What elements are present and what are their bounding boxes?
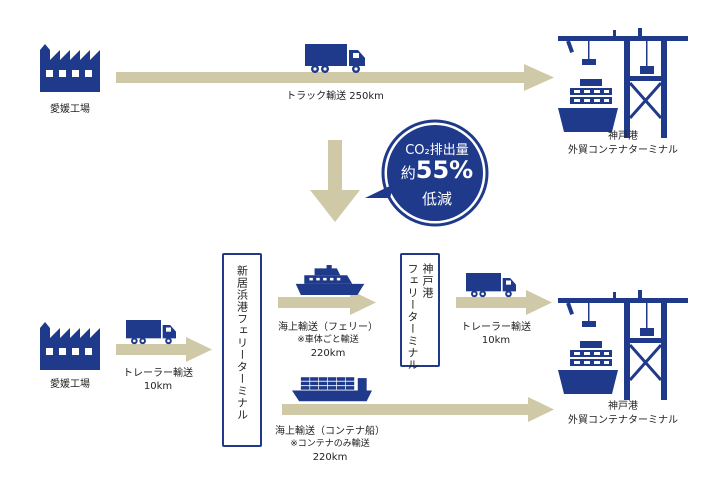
trailer-arrow-2 <box>456 290 552 315</box>
container-ship-icon <box>292 372 372 402</box>
container-label-line1: 海上輸送（コンテナ船） <box>275 426 385 437</box>
kobe-ferry-terminal-box: 神戸港 フェリーターミナル <box>400 253 440 371</box>
callout-line3: 低減 <box>421 190 452 208</box>
container-label-line2: ※コンテナのみ輸送 <box>290 439 370 449</box>
container-label-line3: 220km <box>312 452 348 463</box>
truck-icon <box>466 273 516 298</box>
niihama-terminal-label: 新居浜港フェリーターミナル <box>235 265 249 421</box>
trailer-label-2: トレーラー輸送 <box>461 322 531 333</box>
top-arrow-label: トラック輸送 250km <box>286 91 384 102</box>
ferry-icon <box>295 265 365 295</box>
callout-line2-value: 55% <box>415 156 474 184</box>
trailer-arrow-1 <box>116 337 212 362</box>
factory-icon <box>40 320 100 370</box>
crane-ship-icon <box>558 290 688 400</box>
down-arrow-icon <box>310 140 360 222</box>
bottom-destination-line2: 外貿コンテナターミナル <box>568 415 678 426</box>
niihama-terminal-box: 新居浜港フェリーターミナル <box>222 253 262 447</box>
callout-line1: CO₂排出量 <box>405 143 469 158</box>
top-route-arrow <box>116 64 554 91</box>
top-origin-label: 愛媛工場 <box>50 104 90 115</box>
trailer-label-1: トレーラー輸送 <box>123 368 193 379</box>
bottom-origin-label: 愛媛工場 <box>50 379 90 390</box>
truck-icon <box>305 44 365 74</box>
trailer-distance-1: 10km <box>143 381 173 392</box>
top-destination-line2: 外貿コンテナターミナル <box>568 145 678 156</box>
trailer-distance-2: 10km <box>481 335 511 346</box>
callout-line2: 約55% <box>392 156 482 184</box>
bottom-destination-line1: 神戸港 <box>608 401 638 412</box>
callout-line2-prefix: 約 <box>400 164 416 182</box>
truck-icon <box>126 320 176 345</box>
ferry-label-line1: 海上輸送（フェリー） <box>278 322 378 333</box>
kobe-ferry-terminal-line2: フェリーターミナル <box>406 263 419 371</box>
callout-bubble <box>365 119 489 227</box>
ferry-label-line3: 220km <box>310 348 346 359</box>
kobe-ferry-terminal-line1: 神戸港 <box>421 263 434 299</box>
ferry-arrow <box>278 290 376 315</box>
top-destination-line1: 神戸港 <box>608 131 638 142</box>
crane-ship-icon <box>558 28 688 138</box>
ferry-label-line2: ※車体ごと輸送 <box>297 335 359 345</box>
factory-icon <box>40 42 100 92</box>
container-arrow <box>282 397 554 422</box>
